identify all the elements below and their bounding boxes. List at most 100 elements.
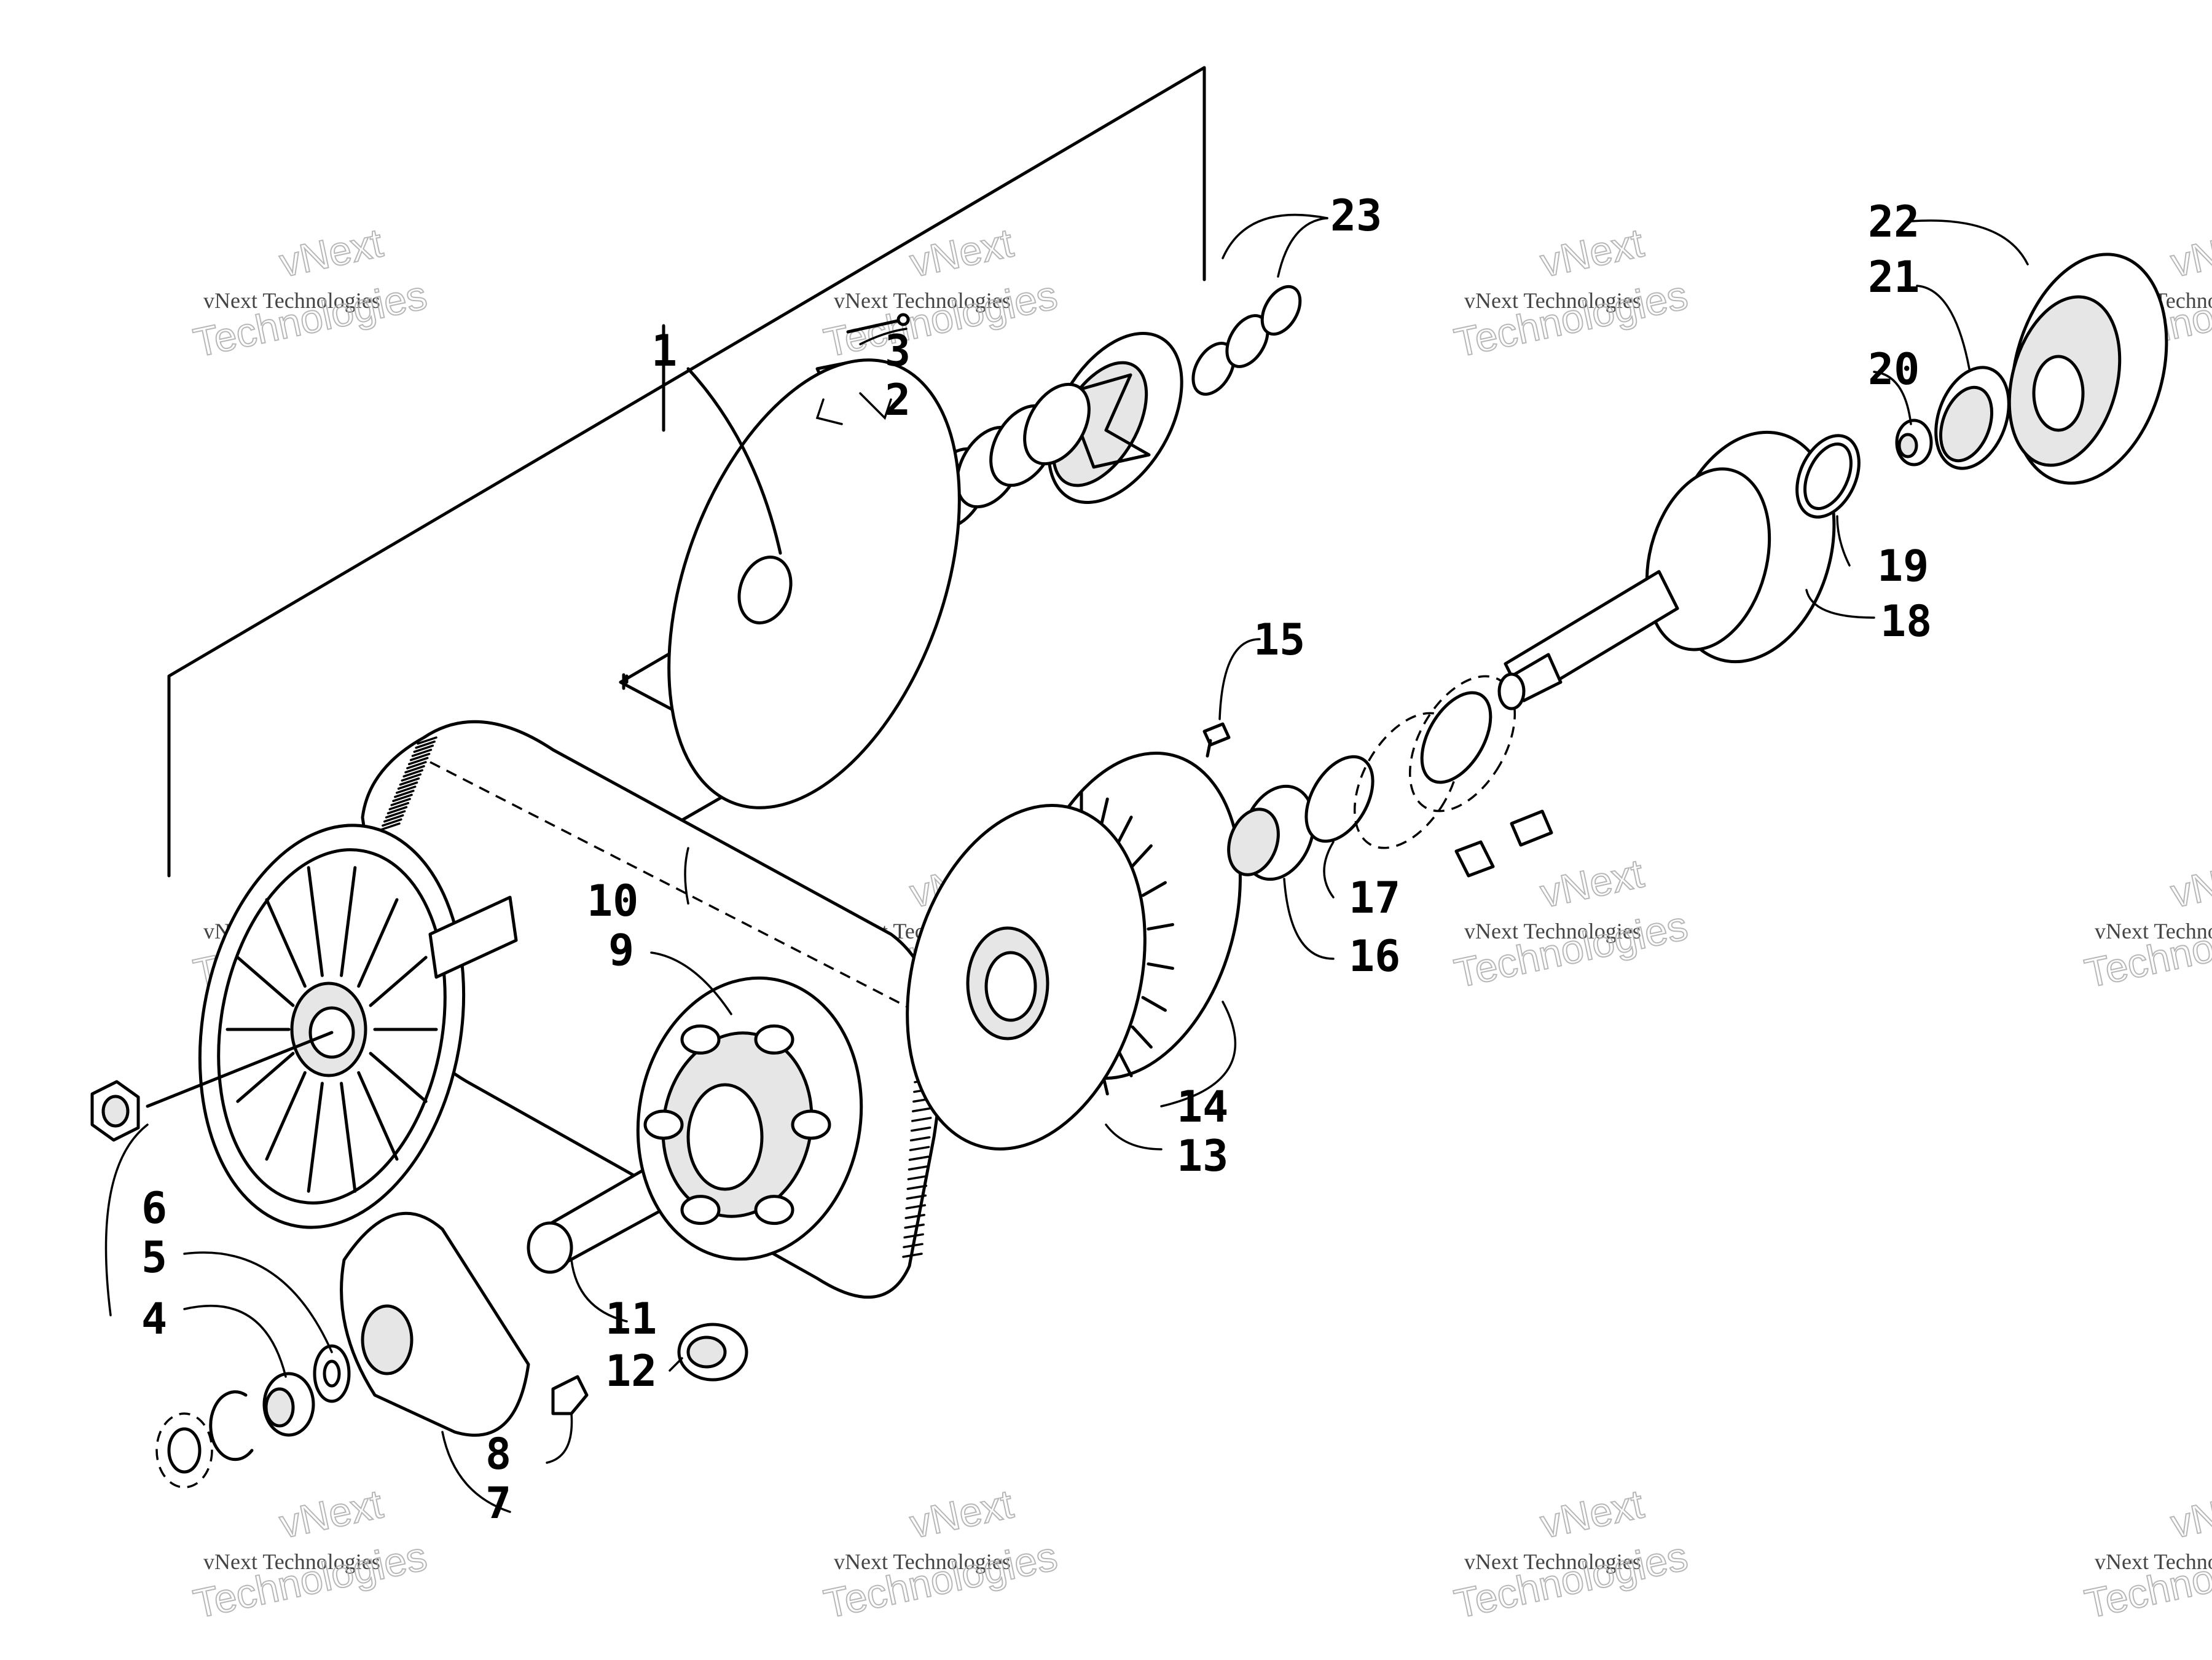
watermark-text-outline: Technologies — [1451, 272, 1692, 365]
watermark-text: vNext Technologies — [203, 288, 380, 313]
pulley-fin — [1131, 1025, 1153, 1049]
callout-9: 9 — [608, 925, 634, 975]
fan-blade — [265, 898, 307, 988]
driven-sheave-plate — [667, 358, 961, 809]
fan-blade — [340, 1082, 357, 1193]
part-17-ring — [1304, 755, 1375, 843]
callout-12: 12 — [605, 1346, 657, 1396]
watermark-text-outline: vNext — [1537, 1481, 1647, 1546]
watermark-text-outline: Technologies — [2081, 1533, 2212, 1626]
bearing-lower — [155, 1412, 213, 1489]
bolt-and-plate — [1454, 809, 1553, 878]
callout-14: 14 — [1177, 1082, 1228, 1132]
fan-blade — [369, 1052, 428, 1103]
callout-6: 6 — [141, 1183, 167, 1233]
watermark-text-outline: Technologies — [190, 1533, 431, 1626]
primary-fixed-sheave — [198, 824, 518, 1229]
belt-tooth — [395, 785, 417, 794]
belt-tooth — [910, 1126, 931, 1132]
belt-tooth — [902, 1253, 923, 1258]
watermark-text-outline: Technologies — [820, 1533, 1061, 1626]
part-13-14-driven-pulley — [906, 752, 1242, 1151]
callout-20: 20 — [1868, 344, 1920, 395]
belt-tooth — [411, 749, 433, 757]
bearing-assembly — [1353, 675, 1516, 849]
belt-tooth — [386, 806, 408, 815]
callout-19: 19 — [1877, 541, 1929, 591]
fan-blade — [357, 898, 399, 988]
belt-tooth — [911, 1117, 932, 1122]
pulley-fin — [1116, 1048, 1133, 1077]
fan-blades — [226, 866, 438, 1193]
watermark-text-outline: vNext — [2167, 219, 2212, 285]
watermark-text-outline: vNext — [276, 1481, 386, 1546]
belt-tooth — [390, 798, 411, 806]
part-12-roller — [677, 1323, 748, 1382]
watermark-text-outline: vNext — [906, 1481, 1017, 1546]
belt-tooth — [417, 736, 437, 745]
fan-blade — [236, 956, 295, 1007]
callout-10: 10 — [587, 876, 638, 926]
clutch-roller — [680, 1195, 721, 1225]
belt-tooth — [383, 814, 404, 823]
belt-tooth — [404, 765, 425, 774]
fan-blade — [369, 956, 428, 1007]
belt-tooth — [904, 1214, 925, 1219]
watermark-text: vNext Technologies — [203, 1549, 380, 1574]
belt-tooth — [397, 781, 418, 790]
callout-5: 5 — [141, 1232, 167, 1283]
pulley-fin — [1147, 962, 1174, 970]
belt-tooth — [388, 801, 410, 811]
fan-blade — [307, 866, 324, 977]
callout-17: 17 — [1349, 873, 1400, 923]
belt-tooth — [904, 1223, 925, 1229]
part-7-cover — [340, 1211, 530, 1437]
part-5-collar — [262, 1372, 315, 1437]
watermark-text: vNext Technologies — [834, 288, 1011, 313]
watermark-text-outline: Technologies — [2081, 902, 2212, 996]
fan-blade — [357, 1071, 399, 1161]
belt-tooth — [401, 773, 422, 782]
part-15-screw — [1202, 722, 1231, 758]
belt-tooth — [399, 777, 420, 786]
watermark-text-outline: Technologies — [190, 272, 431, 365]
belt-tooth — [392, 793, 413, 803]
belt-tooth — [912, 1107, 933, 1112]
clutch-roller — [643, 1109, 684, 1140]
belt-tooth — [409, 752, 431, 761]
belt-tooth — [380, 822, 401, 831]
belt-tooth — [906, 1194, 927, 1200]
callout-22: 22 — [1868, 197, 1920, 247]
fan-blade — [265, 1071, 307, 1161]
belt-tooth — [905, 1204, 927, 1210]
belt-tooth — [394, 789, 415, 798]
part-23-snap-rings — [1191, 285, 1302, 396]
callout-21: 21 — [1868, 252, 1920, 302]
callout-7: 7 — [485, 1478, 511, 1528]
callout-3: 3 — [885, 326, 911, 376]
pulley-fin — [1141, 881, 1167, 897]
part-20-bushing — [1895, 419, 1933, 466]
pulley-fin — [1147, 922, 1174, 931]
part-21-bearing — [1934, 366, 2010, 470]
belt-tooth — [907, 1174, 928, 1181]
clutch-rollers — [643, 1024, 831, 1225]
watermark-text: vNext Technologies — [834, 1549, 1011, 1574]
watermark-text-outline: vNext — [906, 219, 1017, 285]
watermark-text-outline: vNext — [2167, 1481, 2212, 1546]
snap-ring-lower — [209, 1390, 254, 1461]
watermark-text: vNext Technologies — [1464, 919, 1641, 943]
part-16-collar — [1227, 784, 1316, 881]
pulley-fin — [1116, 816, 1133, 845]
callout-2: 2 — [885, 375, 911, 425]
callout-18: 18 — [1880, 596, 1932, 647]
part-6-washer — [313, 1344, 351, 1403]
pulley-fin — [1131, 844, 1153, 868]
belt-tooth — [382, 818, 402, 827]
